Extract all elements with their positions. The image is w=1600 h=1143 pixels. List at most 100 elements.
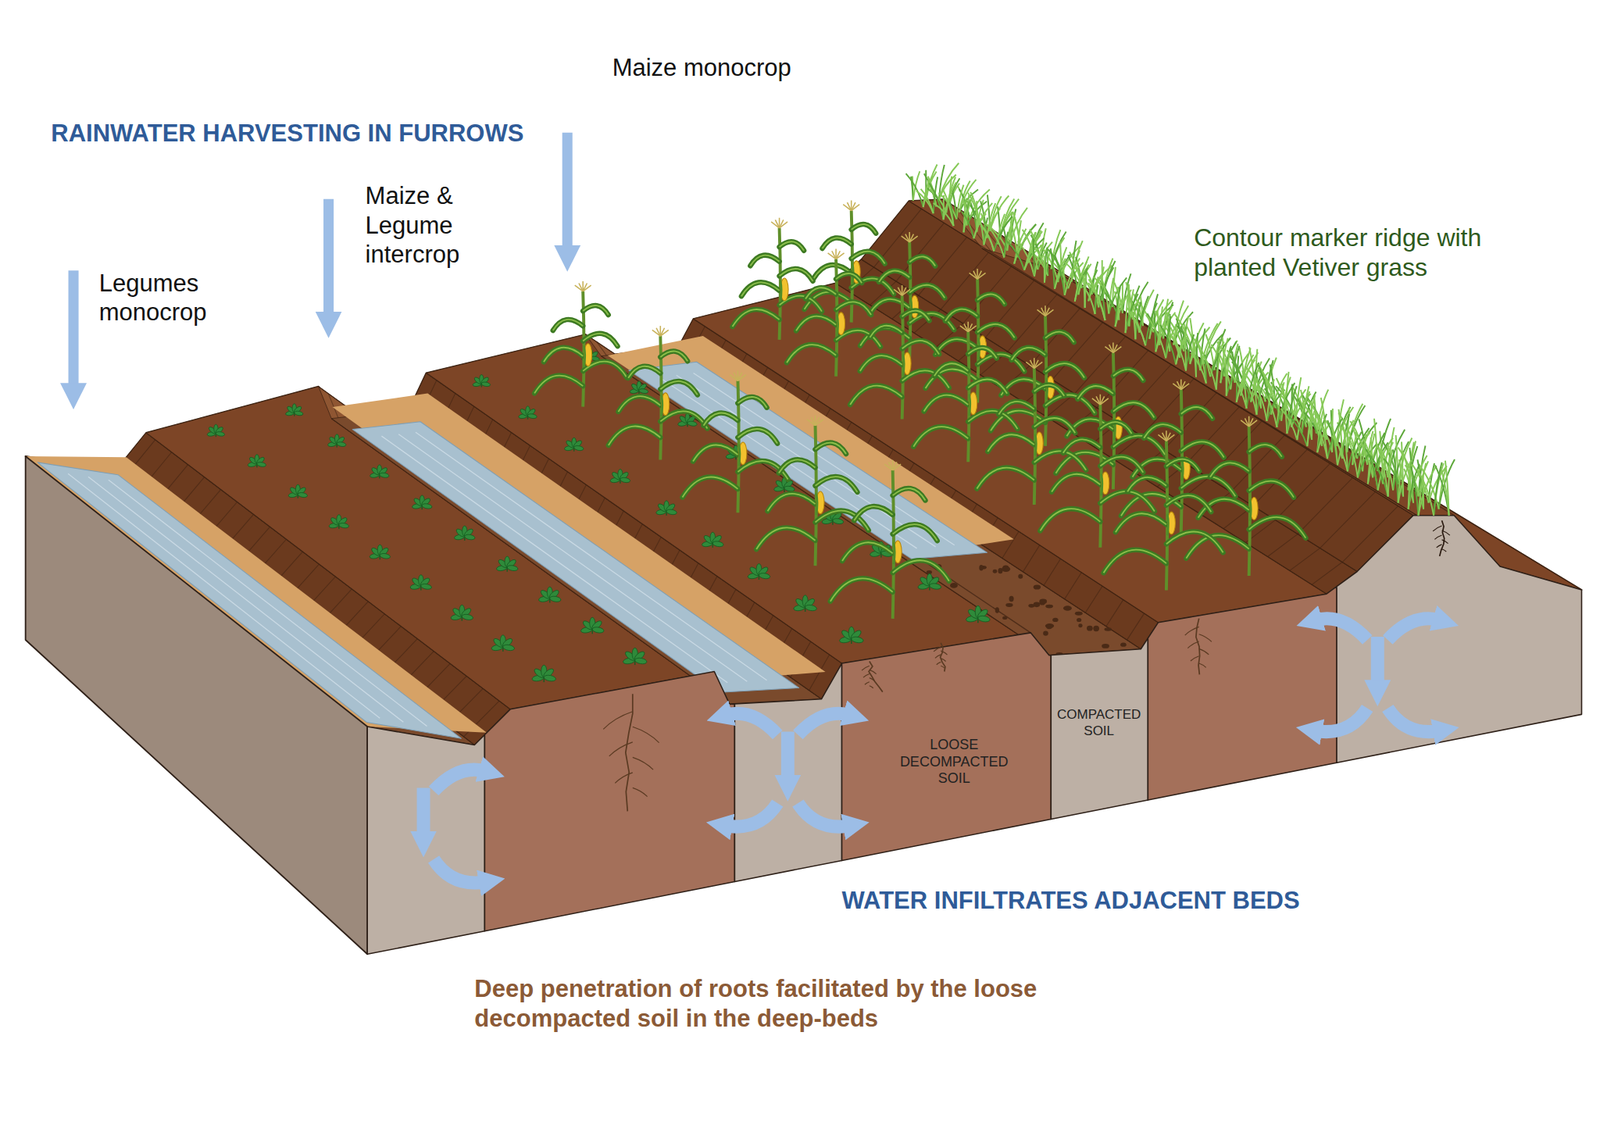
maize-tassel bbox=[977, 272, 986, 279]
legume-leaf bbox=[850, 635, 864, 644]
legume-leaf bbox=[215, 431, 225, 437]
legume-plant bbox=[285, 403, 304, 417]
maize-leaf bbox=[945, 309, 978, 322]
maize-leaf bbox=[767, 493, 816, 511]
legume-plant bbox=[917, 573, 943, 590]
legume-leaf bbox=[928, 582, 942, 590]
vetiver-blade bbox=[1160, 325, 1176, 365]
maize-leaf bbox=[1051, 474, 1100, 493]
vetiver-blade bbox=[1253, 378, 1257, 415]
maize-tassel bbox=[832, 250, 836, 259]
bed-edge-tick bbox=[1127, 613, 1145, 640]
infiltration-arrow bbox=[433, 769, 487, 791]
maize-leaf bbox=[682, 476, 738, 497]
heading-label: RAINWATER HARVESTING IN FURROWS bbox=[50, 118, 614, 148]
maize-leaf bbox=[1063, 439, 1101, 453]
maize-leaf-vein bbox=[737, 396, 767, 408]
maize-leaf-vein bbox=[534, 375, 583, 394]
maize-tassel bbox=[1177, 381, 1182, 390]
compacted-soil-column bbox=[367, 726, 485, 954]
maize-leaf-vein bbox=[1115, 513, 1167, 533]
maize-leaf-vein bbox=[934, 363, 968, 376]
maize-leaf bbox=[860, 355, 903, 372]
vetiver-blade bbox=[939, 163, 959, 200]
root-branch bbox=[1185, 626, 1200, 636]
maize-plant bbox=[1185, 416, 1306, 576]
soil-clod bbox=[1039, 599, 1047, 604]
vetiver-blade bbox=[1003, 221, 1013, 258]
vetiver-blade bbox=[961, 211, 974, 240]
maize-leaf bbox=[1249, 481, 1294, 498]
legume-plant bbox=[701, 532, 724, 548]
vetiver-blade bbox=[1043, 255, 1046, 283]
bed-edge-tick bbox=[1096, 350, 1149, 408]
legume-leaf bbox=[502, 643, 515, 651]
vetiver-blade bbox=[980, 224, 994, 252]
maize-leaf bbox=[842, 542, 893, 561]
legume-leaf bbox=[638, 388, 649, 394]
maize-leaf-vein bbox=[628, 366, 661, 379]
maize-leaf-vein bbox=[1034, 417, 1075, 433]
legume-leaf bbox=[379, 553, 391, 560]
maize-leaf-vein bbox=[851, 224, 876, 234]
soil-clod bbox=[978, 564, 983, 571]
maize-leaf bbox=[822, 237, 852, 249]
maize-leaf bbox=[853, 506, 893, 521]
legume-leaf bbox=[712, 540, 725, 548]
vetiver-blade bbox=[1353, 428, 1363, 472]
legume-leaf bbox=[977, 614, 990, 623]
vetiver-blade bbox=[1376, 442, 1389, 497]
maize-leaf-vein bbox=[860, 355, 903, 372]
root-branch bbox=[940, 658, 946, 662]
root-branch bbox=[1434, 535, 1442, 540]
vetiver-blade bbox=[1044, 251, 1047, 283]
maize-tassel bbox=[779, 221, 788, 229]
soil-clod bbox=[992, 569, 998, 574]
maize-husk bbox=[1046, 378, 1047, 400]
legume-leaf bbox=[507, 564, 519, 572]
vetiver-blade bbox=[963, 195, 973, 233]
maize-leaf-vein bbox=[1166, 531, 1224, 553]
maize-leaf bbox=[1115, 513, 1167, 533]
soil-profile bbox=[25, 456, 1583, 954]
maize-leaf-vein bbox=[692, 444, 738, 461]
maize-leaf bbox=[815, 442, 847, 455]
bed-edge-tick bbox=[1320, 491, 1376, 548]
root-branch bbox=[935, 654, 941, 658]
legume-leaf bbox=[338, 522, 350, 529]
maize-leaf-vein bbox=[822, 237, 852, 249]
root-branch bbox=[1199, 634, 1212, 643]
root bbox=[940, 642, 946, 672]
legume-plant bbox=[629, 381, 649, 395]
soil-label: COMPACTED SOIL bbox=[1052, 707, 1147, 740]
soil-clod bbox=[995, 607, 1000, 613]
legume-leaf bbox=[481, 381, 491, 387]
legume-leaf bbox=[420, 582, 433, 590]
maize-leaf bbox=[967, 378, 1008, 393]
legume-leaf bbox=[461, 613, 474, 621]
legume-leaf bbox=[592, 626, 605, 634]
root-branch bbox=[936, 661, 941, 665]
maize-tassel bbox=[1249, 420, 1258, 427]
maize-leaf bbox=[934, 363, 968, 376]
legume-leaf bbox=[543, 674, 557, 683]
maize-husk bbox=[661, 394, 663, 416]
maize-leaf-vein bbox=[835, 273, 862, 283]
vetiver-blade bbox=[970, 202, 977, 233]
maize-leaf-vein bbox=[987, 434, 1034, 452]
maize-plant bbox=[830, 460, 950, 619]
root bbox=[1439, 520, 1445, 557]
vetiver-blade bbox=[1342, 426, 1358, 478]
maize-leaf bbox=[737, 428, 778, 444]
vetiver-blade bbox=[1127, 307, 1147, 346]
maize-leaf bbox=[987, 434, 1034, 452]
soil-clod bbox=[1086, 625, 1093, 632]
maize-husk bbox=[1250, 499, 1251, 521]
legume-plant bbox=[491, 635, 516, 652]
legume-plant bbox=[327, 434, 347, 448]
soil-clod bbox=[1104, 627, 1112, 631]
maize-tassel bbox=[656, 328, 661, 336]
vetiver-blade bbox=[906, 173, 924, 208]
